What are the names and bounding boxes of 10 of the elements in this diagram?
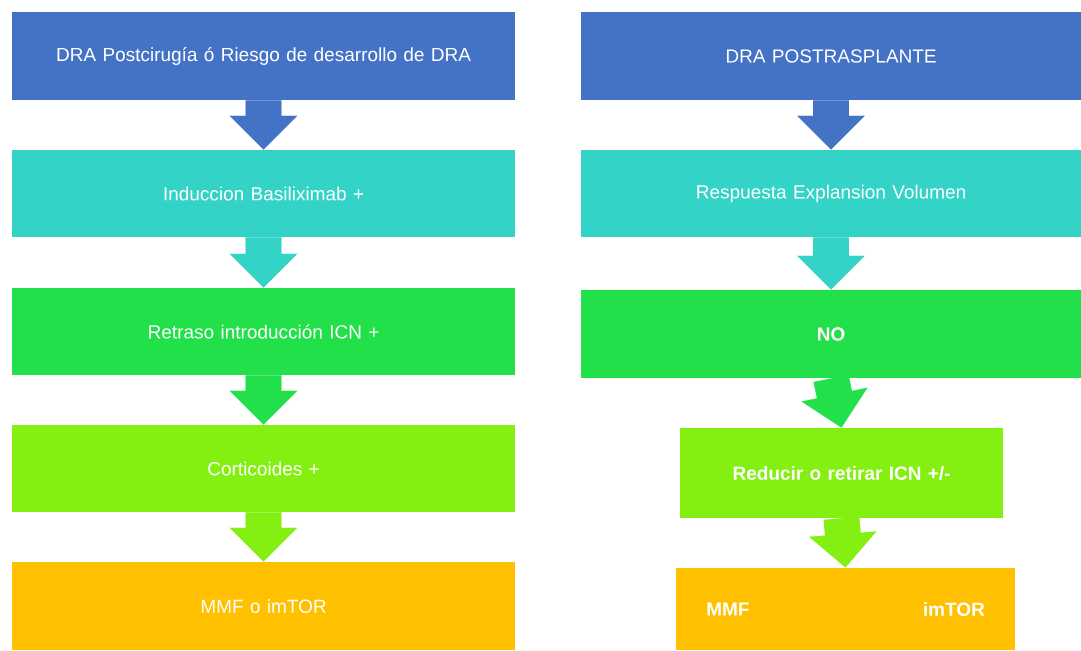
process-box: NO bbox=[581, 290, 1081, 378]
process-box: Retraso introducción ICN + bbox=[12, 288, 515, 375]
process-box: Reducir o retirar ICN +/- bbox=[680, 428, 1003, 518]
process-box: Induccion Basiliximab + bbox=[12, 150, 515, 237]
process-box: Respuesta Explansion Volumen bbox=[581, 150, 1081, 237]
process-box: MMF imTOR bbox=[676, 568, 1015, 650]
process-box: MMF o imTOR bbox=[12, 562, 515, 650]
process-box: DRA POSTRASPLANTE bbox=[581, 12, 1081, 100]
process-box: DRA Postcirugía ó Riesgo de desarrollo de DRA bbox=[12, 12, 515, 100]
process-box: Corticoides + bbox=[12, 425, 515, 512]
